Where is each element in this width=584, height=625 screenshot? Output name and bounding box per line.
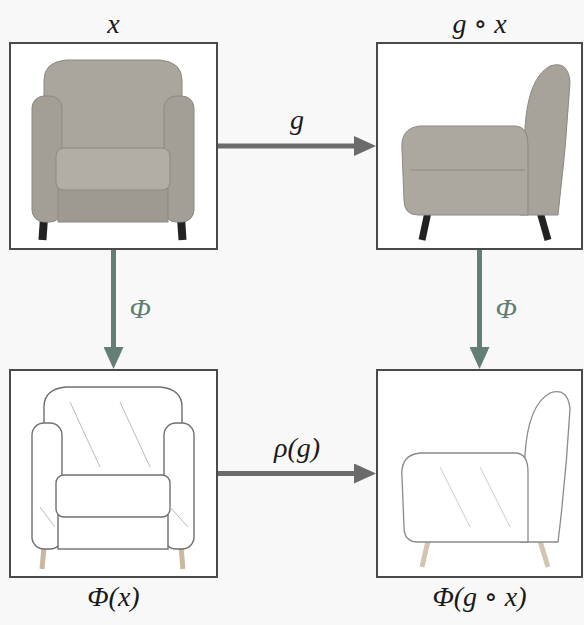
chair-side-sketch [402, 392, 570, 567]
arrow-connector [218, 471, 354, 476]
sketch-ground [9, 369, 218, 578]
chair-front-sketch [32, 387, 194, 569]
arrow-connector [477, 250, 482, 347]
box-caption: Φ(g ∘ x) [432, 582, 526, 613]
arrow-label: Φ [130, 294, 151, 325]
arrow-label: Φ [496, 294, 517, 325]
sketch-ground [376, 369, 583, 578]
image-box: Φ(g ∘ x) [376, 369, 583, 578]
chair-front-photo [32, 60, 194, 240]
chair-side-photo [402, 65, 570, 240]
box-caption: x [107, 9, 119, 40]
photo-ground [9, 42, 218, 250]
arrow-label: g [290, 105, 304, 136]
image-box: g ∘ x [376, 42, 583, 250]
photo-ground [376, 42, 583, 250]
box-caption: g ∘ x [452, 9, 506, 40]
box-caption: Φ(x) [87, 582, 139, 613]
image-box: Φ(x) [9, 369, 218, 578]
image-box: x [9, 42, 218, 250]
arrow-connector [218, 144, 354, 149]
arrow-connector [111, 250, 116, 347]
arrow-label: ρ(g) [274, 433, 320, 464]
